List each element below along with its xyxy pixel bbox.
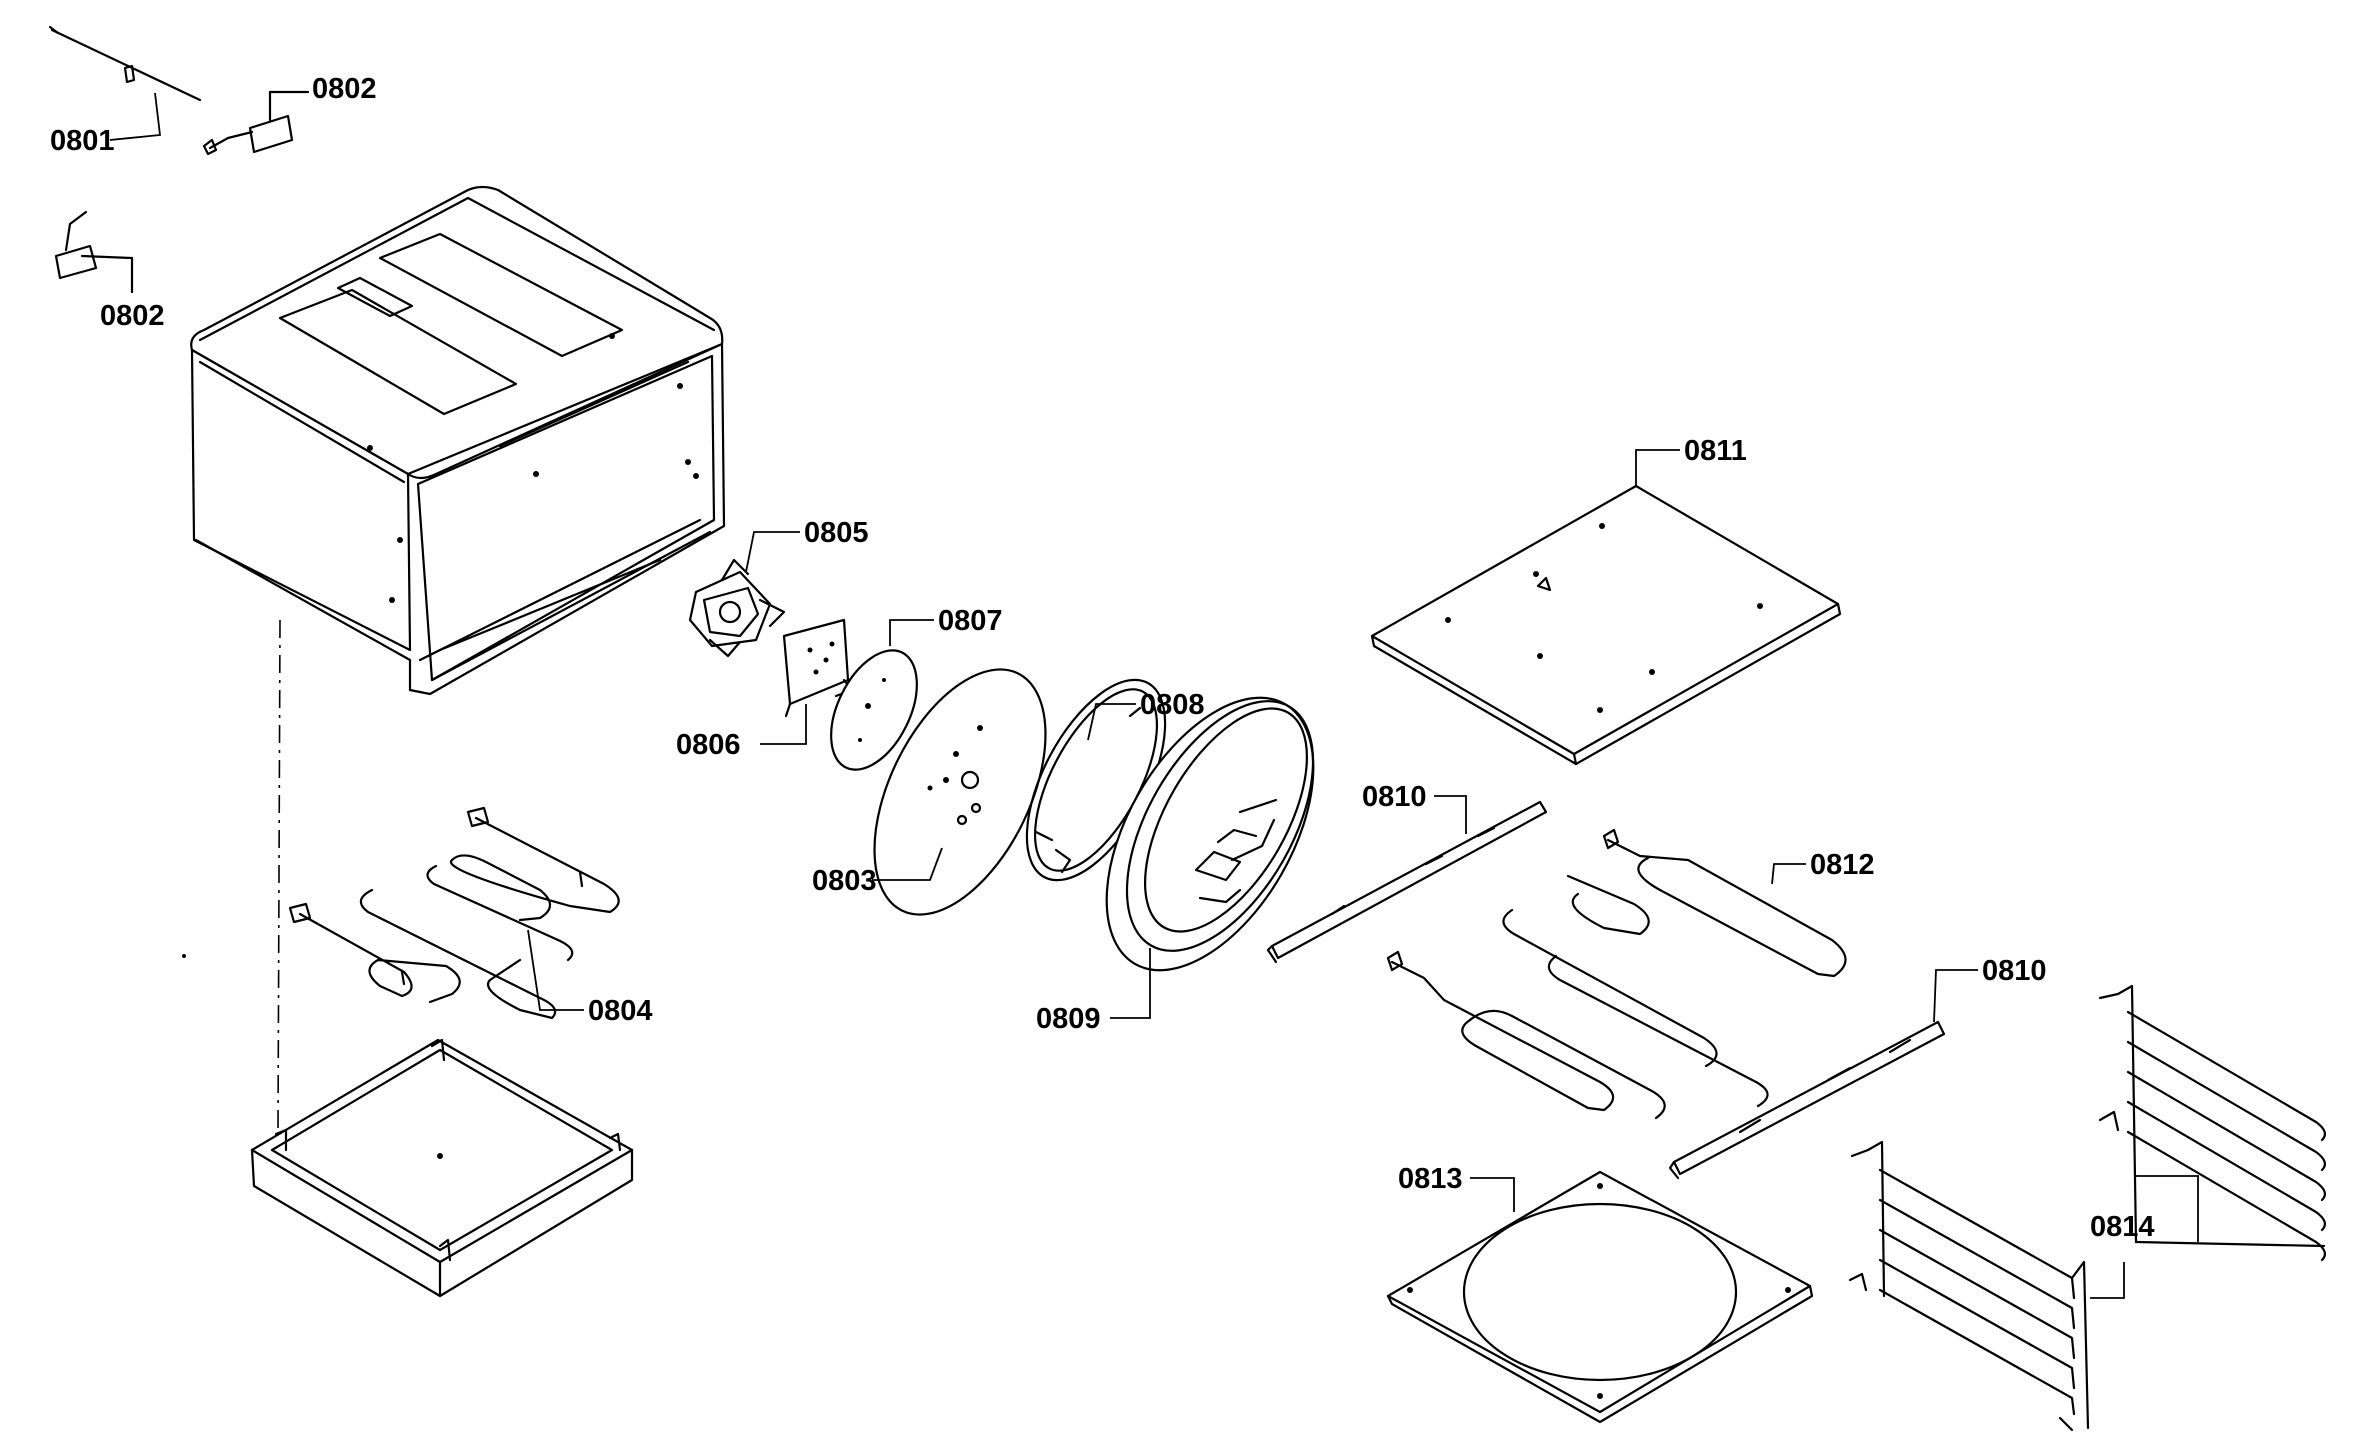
label-0808: 0808 xyxy=(1140,689,1205,721)
part-0810-rail-upper xyxy=(1266,795,1548,964)
label-0814: 0814 xyxy=(2090,1211,2155,1243)
part-oven-cavity xyxy=(190,185,726,696)
part-0814-rack-support-left xyxy=(1848,1140,2125,1432)
part-0814-rack-support-right xyxy=(2098,984,2326,1262)
part-0812-heating-element xyxy=(1386,828,1847,1120)
part-bottom-tray xyxy=(250,1038,634,1298)
part-0802-switch-upper xyxy=(202,90,310,156)
label-0802-upper: 0802 xyxy=(312,73,377,105)
label-0805: 0805 xyxy=(804,517,869,549)
part-0802-switch-lower xyxy=(54,210,134,294)
label-0810-lower: 0810 xyxy=(1982,955,2047,987)
label-0807: 0807 xyxy=(938,605,1003,637)
label-0811: 0811 xyxy=(1684,435,1747,467)
label-0802-lower: 0802 xyxy=(100,300,165,332)
part-0805-fan-motor xyxy=(688,531,800,658)
label-0810-upper: 0810 xyxy=(1362,781,1427,813)
part-0811-top-panel xyxy=(1370,449,1842,766)
part-0807-small-plate xyxy=(830,619,934,771)
part-0803-baffle-plate xyxy=(872,668,1047,916)
part-0810-rail-lower xyxy=(1668,969,1978,1180)
part-0804-heating-element xyxy=(288,806,620,1020)
label-0809: 0809 xyxy=(1036,1003,1101,1035)
part-0801-sensor-probe xyxy=(48,25,202,141)
label-0813: 0813 xyxy=(1398,1163,1463,1195)
alignment-line xyxy=(277,619,281,1131)
part-0809-convection-cover xyxy=(1105,696,1315,1019)
label-0806: 0806 xyxy=(676,729,741,761)
label-0804: 0804 xyxy=(588,995,653,1027)
part-0813-bottom-panel xyxy=(1386,1170,1814,1424)
label-0803: 0803 xyxy=(812,865,877,897)
label-0801: 0801 xyxy=(50,125,115,157)
label-0812: 0812 xyxy=(1810,849,1875,881)
stray-mark xyxy=(182,954,186,958)
